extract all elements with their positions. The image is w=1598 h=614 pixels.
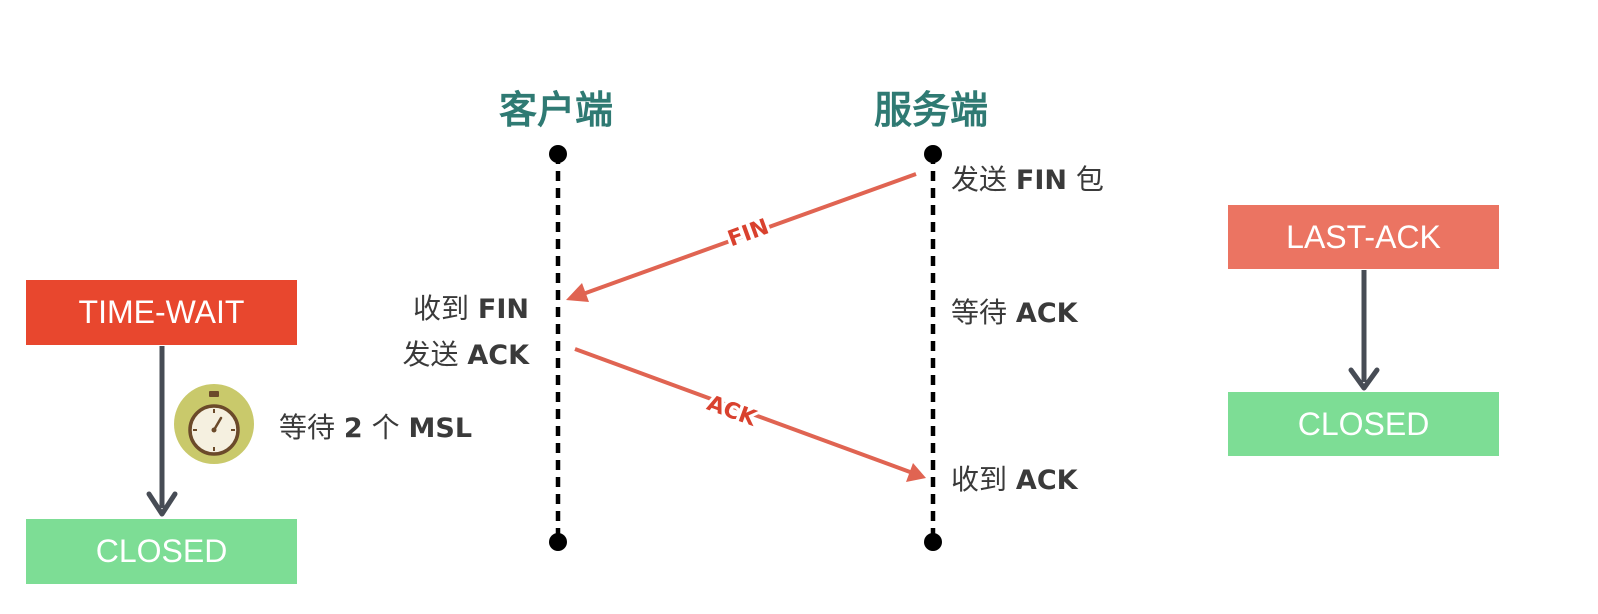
- client-wait-unit: 个: [371, 411, 400, 444]
- client-recv-fin-label: 收到 FIN: [412, 292, 529, 325]
- fin-arrow: [566, 172, 917, 302]
- server-send-prefix: 发送: [951, 163, 1008, 196]
- client-wait-number: 2: [343, 413, 363, 444]
- server-wait-ack-label: 等待 ACK: [951, 296, 1078, 329]
- client-send-ack-label: 发送 ACK: [402, 338, 529, 371]
- server-wait-packet: ACK: [1015, 298, 1078, 329]
- time-wait-to-closed-arrow: [146, 346, 178, 517]
- last-ack-state-box: LAST-ACK: [1228, 205, 1499, 269]
- client-closed-state-box: CLOSED: [26, 519, 297, 584]
- client-lifeline: [549, 145, 567, 551]
- server-recv-ack-label: 收到 ACK: [951, 463, 1078, 496]
- server-header: 服务端: [874, 88, 989, 132]
- server-send-suffix: 包: [1075, 163, 1104, 196]
- client-wait-msl-label: 等待 2 个 MSL: [279, 411, 473, 444]
- server-send-packet: FIN: [1015, 165, 1068, 196]
- server-recv-packet: ACK: [1015, 465, 1078, 496]
- client-wait-prefix: 等待: [279, 411, 336, 444]
- server-closed-state-box: CLOSED: [1228, 392, 1499, 456]
- client-recv-prefix: 收到: [412, 292, 469, 325]
- time-wait-state-box: TIME-WAIT: [26, 280, 297, 345]
- client-wait-suffix: MSL: [408, 413, 473, 444]
- server-wait-prefix: 等待: [951, 296, 1008, 329]
- ack-packet-label: ACK: [704, 391, 761, 432]
- client-send-packet: ACK: [467, 340, 529, 371]
- last-ack-to-closed-arrow: [1348, 270, 1380, 391]
- stopwatch-icon: [174, 384, 254, 464]
- client-header: 客户端: [499, 88, 614, 132]
- client-recv-packet: FIN: [477, 294, 529, 325]
- client-send-prefix: 发送: [402, 338, 459, 371]
- server-send-fin-label: 发送 FIN 包: [951, 163, 1104, 196]
- fin-packet-label: FIN: [725, 215, 773, 253]
- ack-arrow: [574, 347, 926, 482]
- server-lifeline: [924, 145, 942, 551]
- server-recv-prefix: 收到: [951, 463, 1008, 496]
